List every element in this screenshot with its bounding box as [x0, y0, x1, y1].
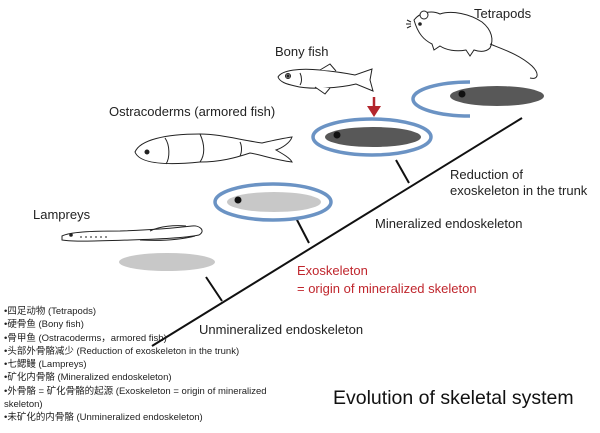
branch-tick-bony-fish — [395, 159, 410, 184]
tetrapod-drawing — [406, 10, 538, 79]
legend-item: •四足动物 (Tetrapods) — [4, 306, 97, 317]
unmineralized-endoskeleton-label: Unmineralized endoskeleton — [199, 322, 364, 337]
exoskeleton-label-line2: = origin of mineralized skeleton — [297, 281, 477, 296]
legend-item: •外骨骼 = 矿化骨骼的起源 (Exoskeleton = origin of … — [4, 385, 267, 411]
lampreys-label: Lampreys — [33, 207, 91, 222]
phylogeny-axis — [151, 117, 523, 347]
tetrapod-exoskeleton-ring — [411, 80, 471, 118]
bony-fish-skeleton-dot — [333, 131, 341, 139]
translation-legend: •四足动物 (Tetrapods) •硬骨鱼 (Bony fish) •骨甲鱼 … — [4, 305, 304, 425]
bony-fish-skeleton-ellipse — [325, 127, 421, 147]
ostracoderm-drawing — [134, 133, 293, 165]
exoskeleton-label: Exoskeleton = origin of mineralized skel… — [297, 262, 477, 298]
red-arrow-head — [367, 106, 381, 117]
bony-fish-exoskeleton-ring — [311, 117, 433, 157]
lamprey-drawing — [61, 225, 203, 242]
mineralized-endoskeleton-label: Mineralized endoskeleton — [375, 216, 523, 231]
bony-fish-label: Bony fish — [275, 44, 329, 59]
legend-item: •硬骨鱼 (Bony fish) — [4, 319, 84, 331]
tetrapods-label: Tetrapods — [474, 6, 532, 21]
tetrapod-skeleton-ellipse — [450, 86, 544, 106]
lamprey-skeleton-ellipse — [119, 253, 215, 271]
exoskeleton-label-line1: Exoskeleton — [297, 263, 368, 278]
ostracoderms-label: Ostracoderms (armored fish) — [109, 104, 276, 119]
legend-item: •未矿化的内骨骼 (Unmineralized endoskeleton) — [4, 412, 203, 424]
reduction-label-line2: exoskeleton in the trunk — [450, 183, 588, 198]
legend-item: •七鳃鳗 (Lampreys) — [4, 359, 87, 371]
ostracoderm-skeleton-ellipse — [227, 192, 321, 212]
legend-item: •头部外骨骼减少 (Reduction of exoskeleton in th… — [4, 345, 240, 357]
tetrapod-skeleton-dot — [458, 90, 466, 98]
ostracoderm-skeleton-dot — [234, 196, 242, 204]
reduction-label: Reduction of exoskeleton in the trunk — [450, 167, 587, 199]
branch-tick-ostracoderms — [295, 217, 310, 244]
legend-item: •矿化内骨骼 (Mineralized endoskeleton) — [4, 372, 172, 384]
branch-tick-lampreys — [205, 276, 223, 302]
ostracoderm-exoskeleton-ring — [213, 182, 333, 222]
diagram-title: Evolution of skeletal system — [333, 387, 574, 409]
bony-fish-drawing — [277, 63, 374, 95]
reduction-label-line1: Reduction of — [450, 167, 523, 182]
legend-item: •骨甲鱼 (Ostracoderms，armored fish) — [4, 332, 167, 344]
